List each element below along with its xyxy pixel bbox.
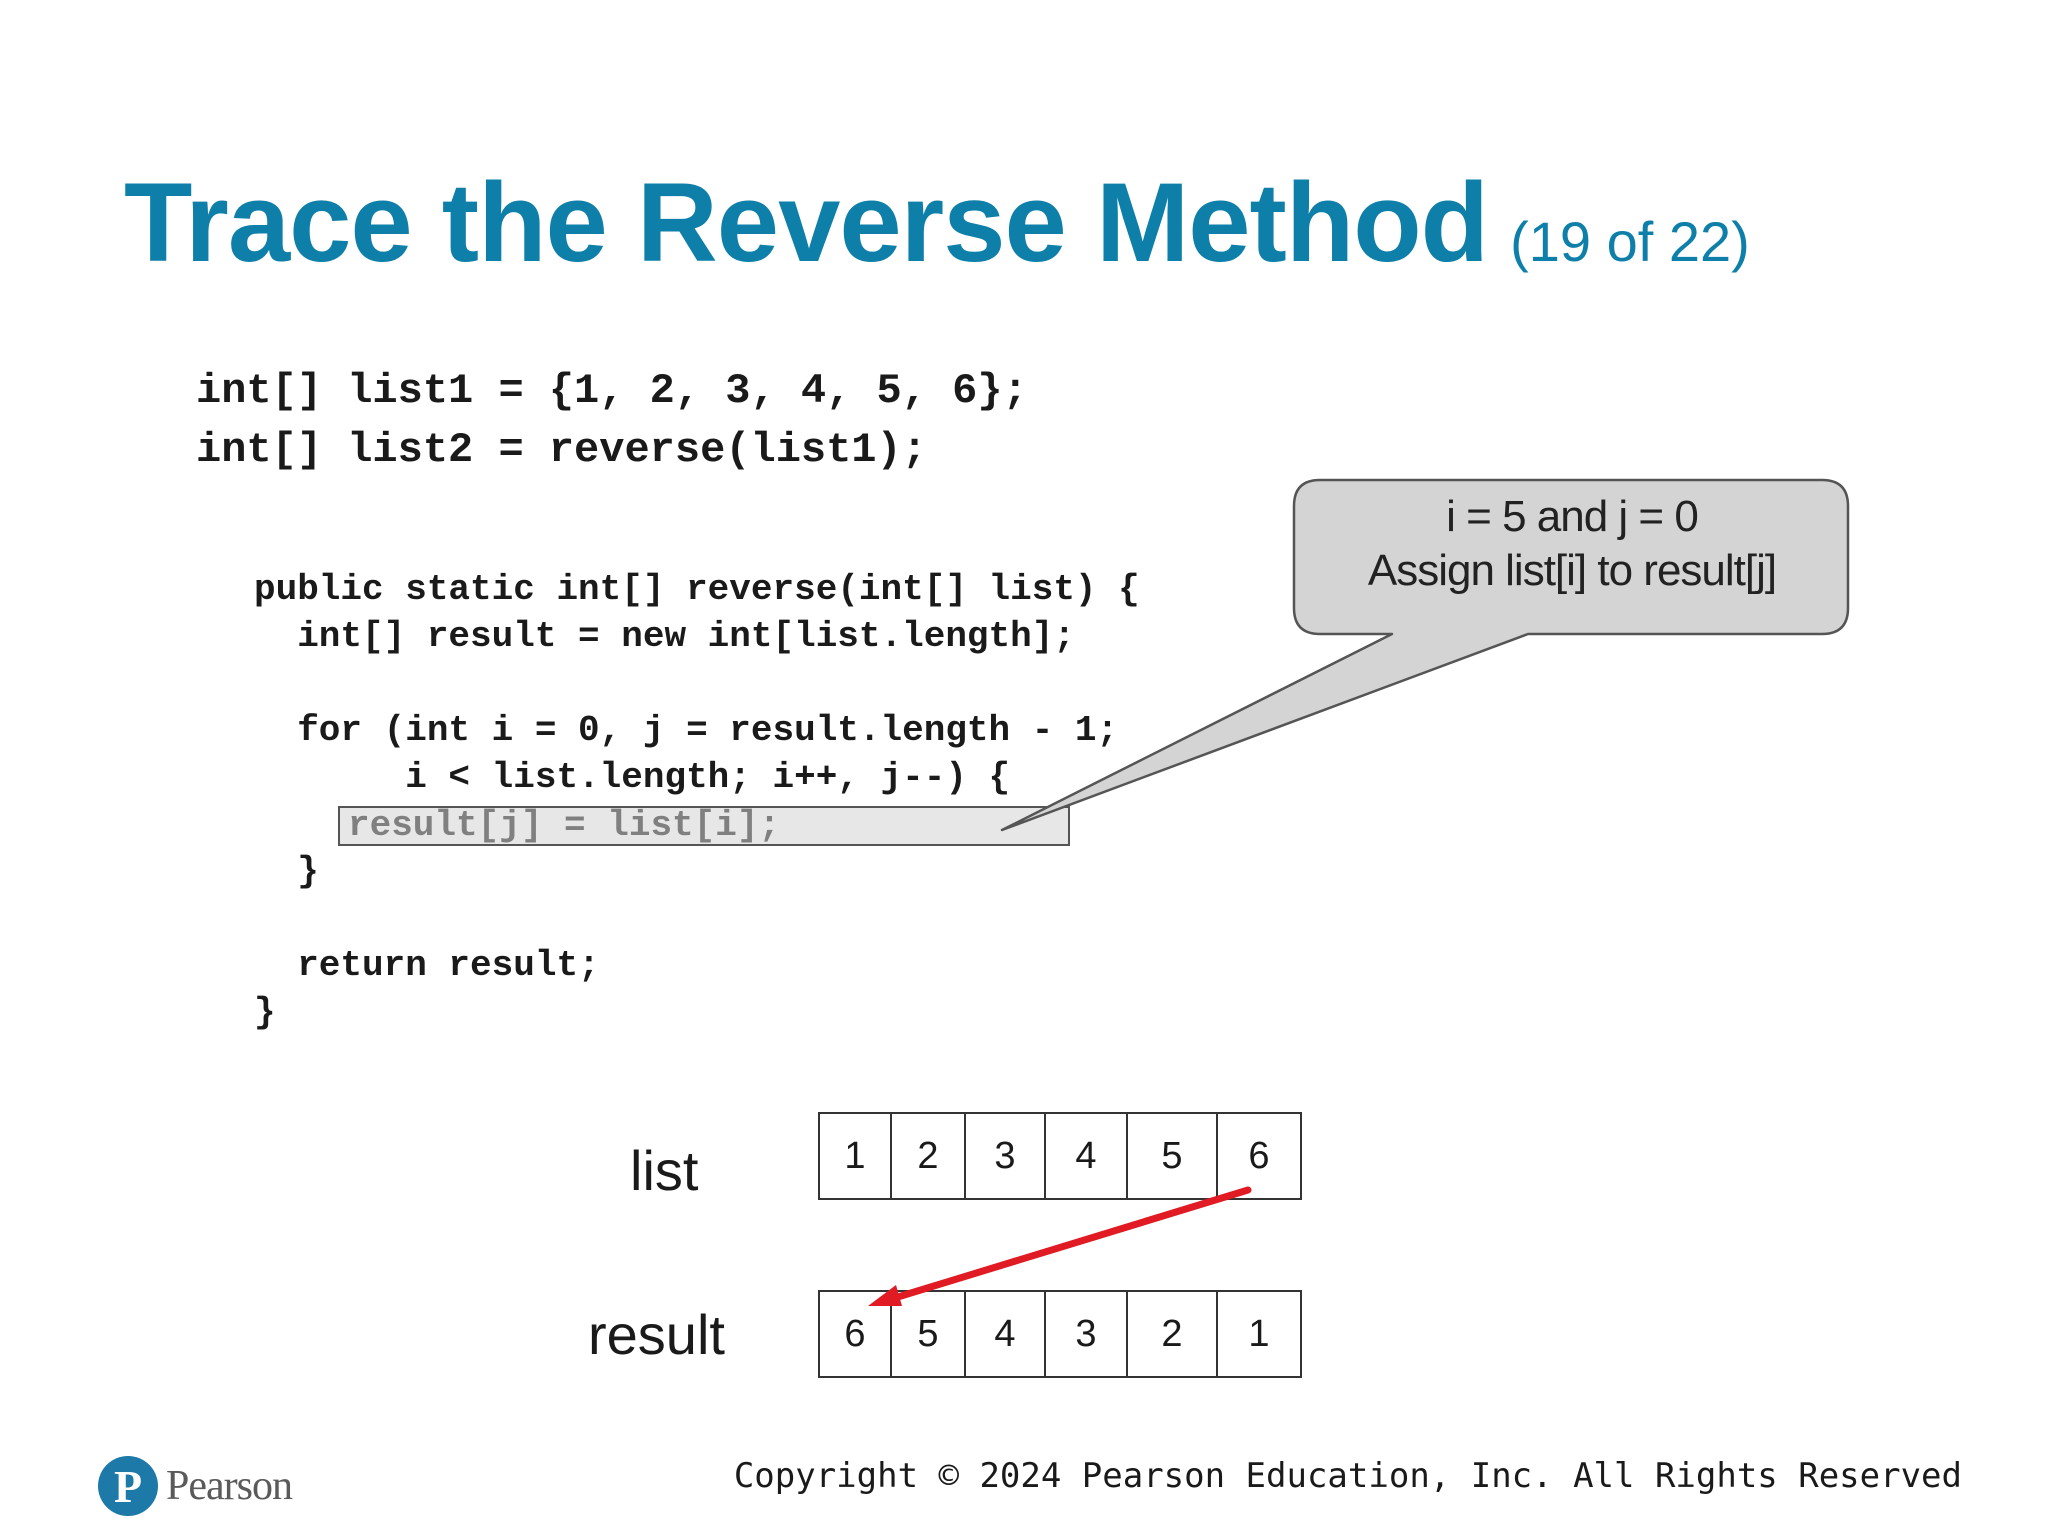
list-array: 1 2 3 4 5 6 <box>818 1112 1302 1200</box>
code-line: int[] list2 = reverse(list1); <box>196 426 927 474</box>
highlighted-line-box <box>338 806 1070 846</box>
pearson-logo-icon: P <box>98 1456 158 1516</box>
list-cell: 6 <box>1248 1134 1270 1177</box>
highlighted-code-line: result[j] = list[i]; <box>348 805 781 846</box>
result-cell: 6 <box>820 1292 892 1376</box>
code-line: i < list.length; i++, j--) { <box>254 757 1011 798</box>
code-line: int[] list1 = {1, 2, 3, 4, 5, 6}; <box>196 367 1028 415</box>
result-cell: 5 <box>892 1292 966 1376</box>
code-line: public static int[] reverse(int[] list) … <box>254 569 1140 610</box>
title-slide-counter: (19 of 22) <box>1510 210 1750 273</box>
result-cell: 4 <box>966 1292 1046 1376</box>
code-line: } <box>254 851 319 892</box>
list-array-label: list <box>630 1139 699 1202</box>
code-reverse-method: public static int[] reverse(int[] list) … <box>254 566 1140 1036</box>
list-cell: 2 <box>892 1114 966 1198</box>
title-main: Trace the Reverse Method <box>124 160 1489 285</box>
code-line: } <box>254 992 276 1033</box>
list-cell: 5 <box>1128 1114 1218 1198</box>
result-cell: 3 <box>1046 1292 1128 1376</box>
code-line: return result; <box>254 945 600 986</box>
callout-line-indices: i = 5 and j = 0 <box>1446 492 1699 541</box>
pearson-logo-text: Pearson <box>166 1463 293 1509</box>
result-array: 6 5 4 3 2 1 <box>818 1290 1302 1378</box>
list-cell: 4 <box>1046 1114 1128 1198</box>
callout-text: i = 5 and j = 0 Assign list[i] to result… <box>1302 490 1842 598</box>
pearson-logo: P Pearson <box>98 1456 293 1516</box>
list-cell: 1 <box>820 1114 892 1198</box>
result-cell: 1 <box>1248 1312 1270 1355</box>
list-cell: 3 <box>966 1114 1046 1198</box>
code-line: int[] result = new int[list.length]; <box>254 616 1075 657</box>
result-array-label: result <box>588 1303 725 1366</box>
callout-line-action: Assign list[i] to result[j] <box>1367 546 1777 595</box>
result-cell: 2 <box>1128 1292 1218 1376</box>
code-line: for (int i = 0, j = result.length - 1; <box>254 710 1119 751</box>
code-declarations: int[] list1 = {1, 2, 3, 4, 5, 6}; int[] … <box>196 362 1028 480</box>
slide-title: Trace the Reverse Method (19 of 22) <box>124 158 1750 287</box>
copyright-notice: Copyright © 2024 Pearson Education, Inc.… <box>733 1456 1962 1496</box>
